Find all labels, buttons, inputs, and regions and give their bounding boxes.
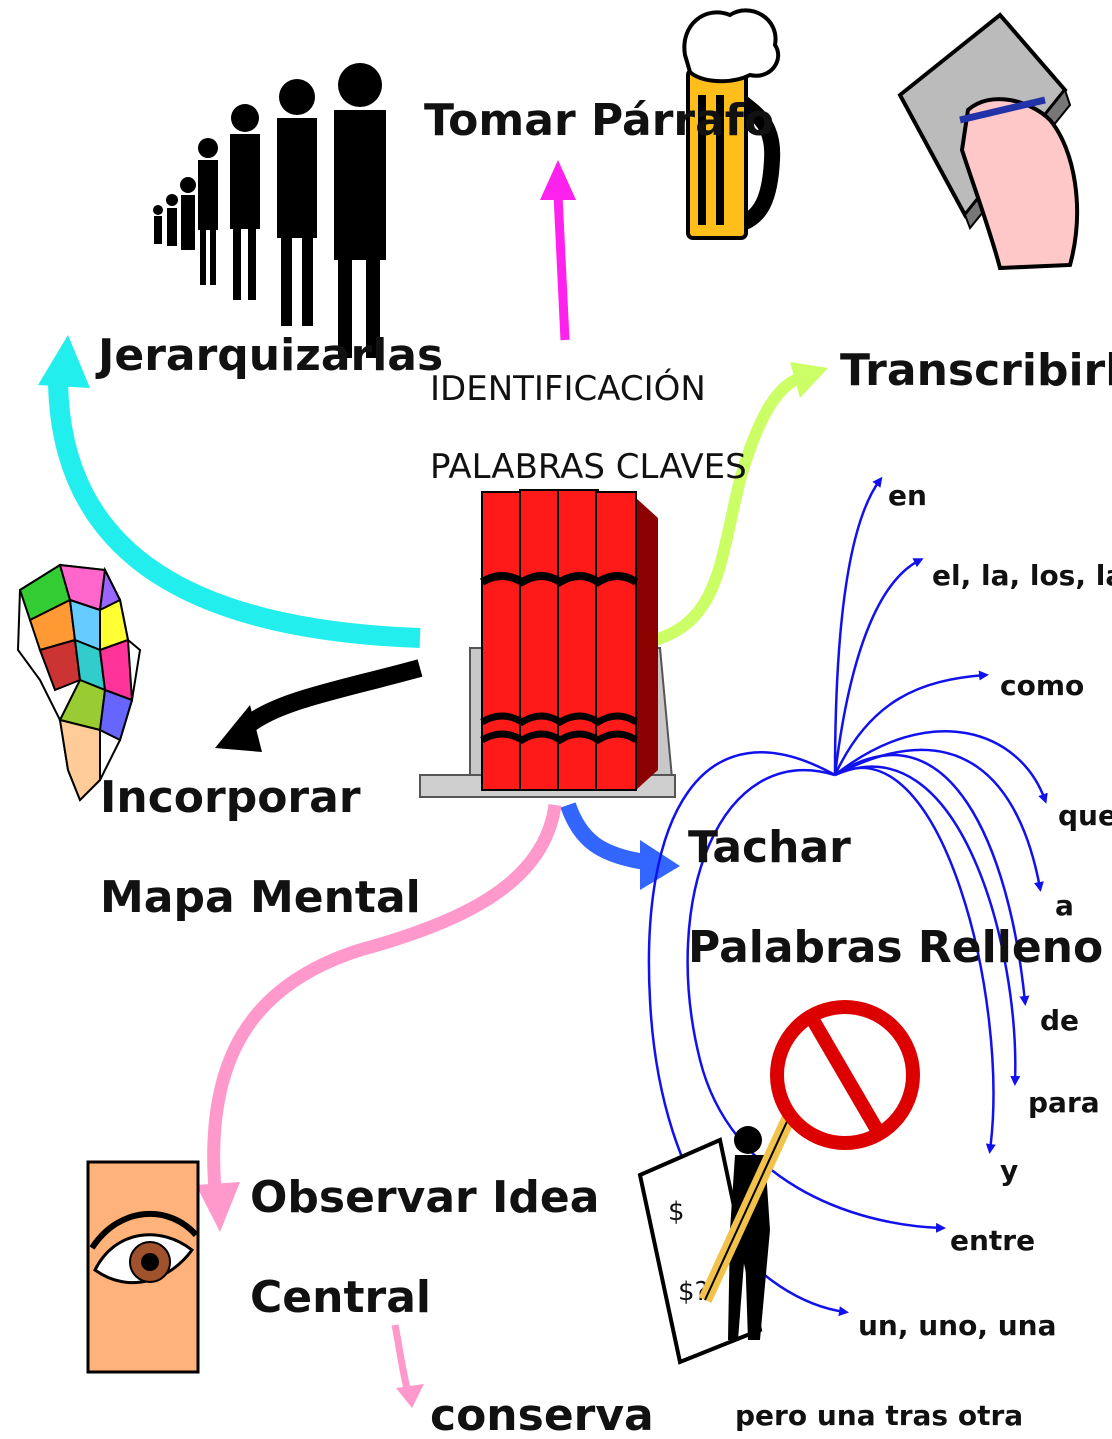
label-transcribirlo: Transcribirlo (840, 345, 1112, 396)
arrow-to-conserva (391, 1324, 424, 1408)
filler-word-de: de (1040, 1004, 1079, 1037)
label-conserva: conserva (430, 1390, 654, 1439)
filler-word-para: para (1028, 1086, 1100, 1119)
people-silhouettes-icon (153, 63, 386, 358)
label-observar-1: Observar Idea (250, 1172, 599, 1223)
filler-word-como: como (1000, 669, 1084, 702)
arrow-to-incorporar (215, 659, 423, 752)
filler-word-a: a (1055, 889, 1074, 922)
label-observar-2: Central (250, 1272, 431, 1323)
africa-map-icon (16, 563, 142, 802)
arrow-to-jerarquizarlas (38, 335, 421, 648)
label-tomar-parrafo: Tomar Párrafo (424, 95, 774, 146)
label-incorporar-1: Incorporar (100, 772, 361, 823)
filler-word-en: en (888, 479, 927, 512)
arrow-to-transcribirlo (653, 362, 828, 646)
svg-text:$: $ (668, 1197, 685, 1227)
no-sign-icon (770, 1000, 920, 1150)
label-tachar-2: Palabras Relleno (688, 922, 1103, 973)
person-with-pencil-icon: $ $? (637, 1112, 797, 1365)
filler-word-entre: entre (950, 1224, 1035, 1257)
center-line-1: IDENTIFICACIÓN (430, 368, 706, 409)
center-line-2: PALABRAS CLAVES (430, 447, 747, 487)
arrow-to-observar (196, 804, 562, 1232)
beer-mug-icon (682, 8, 781, 240)
label-jerarquizarlas: Jerarquizarlas (95, 330, 443, 381)
filler-word-un: un, uno, una (858, 1309, 1057, 1342)
filler-word-que: que (1058, 799, 1112, 832)
books-on-stand-icon (419, 489, 676, 798)
eye-icon (86, 1160, 200, 1374)
hand-writing-icon (897, 12, 1080, 271)
filler-word-pero: pero una tras otra (735, 1399, 1023, 1432)
label-tachar-1: Tachar (688, 822, 851, 873)
arrow-to-tachar (560, 802, 680, 890)
filler-word-articles: el, la, los, las (932, 559, 1112, 592)
label-incorporar-2: Mapa Mental (100, 872, 421, 923)
arrow-to-tomar-parrafo (540, 160, 576, 341)
filler-word-y: y (1000, 1154, 1018, 1187)
